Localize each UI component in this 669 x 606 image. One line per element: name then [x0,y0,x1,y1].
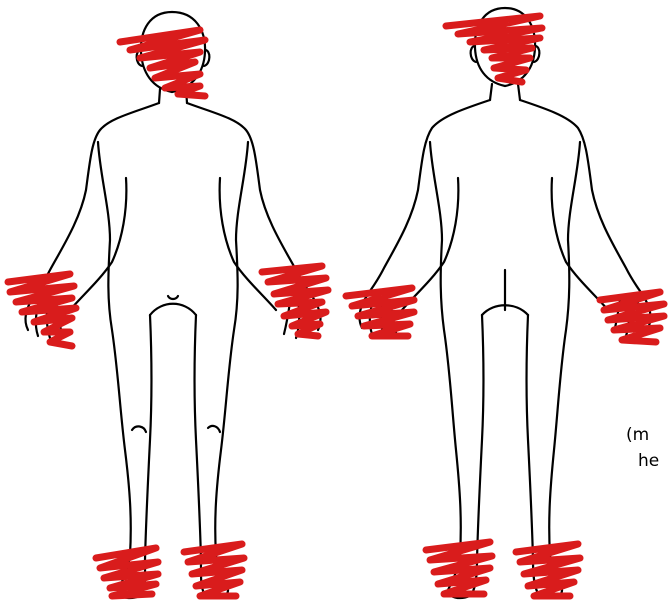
front-red-markings [8,30,328,596]
back-left-foot-marking [426,542,492,594]
back-left-hand-marking [346,288,414,336]
back-left-side-outline [368,100,490,590]
front-left-hand-marking [8,274,76,346]
front-right-side-outline [187,103,312,590]
back-right-hand-marking [600,292,664,342]
front-head-marking [120,30,205,96]
front-right-foot-marking [184,544,244,596]
front-left-foot-marking [96,548,158,596]
front-body-figure [0,0,350,606]
back-right-foot-marking [516,544,580,596]
front-left-side-outline [34,103,159,590]
front-right-hand-marking [262,266,328,336]
clipped-text-line-1: (m [626,425,649,445]
back-body-figure [340,0,669,606]
back-head-marking [446,16,542,82]
back-right-side-outline [520,100,642,590]
clipped-text-line-2: he [638,451,659,471]
